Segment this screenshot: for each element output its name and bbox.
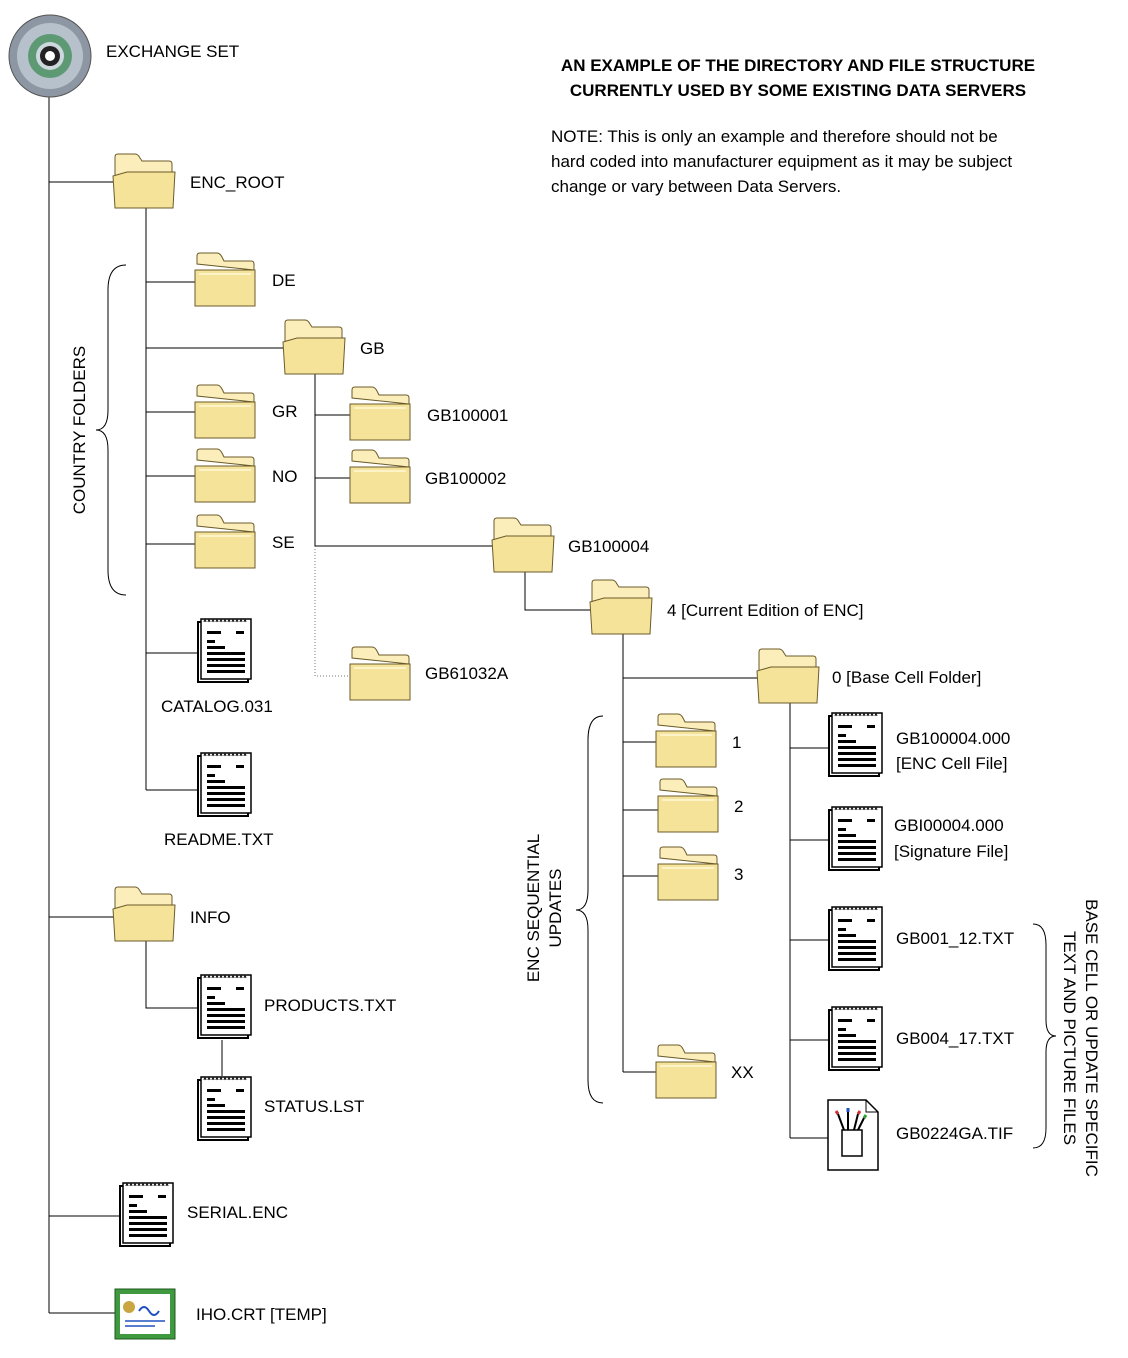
country-folders-label: COUNTRY FOLDERS [69, 340, 91, 520]
folder-icon [589, 579, 653, 635]
folder-label: 2 [734, 797, 744, 816]
file-label: GB004_17.TXT [896, 1029, 1015, 1048]
note-line: hard coded into manufacturer equipment a… [551, 152, 1013, 171]
file-label: GB001_12.TXT [896, 929, 1015, 948]
folder-label: GB100004 [568, 537, 650, 556]
folder-icon [349, 386, 411, 441]
folder-icon [756, 648, 820, 704]
folder-icon [194, 384, 256, 439]
file-label: README.TXT [164, 830, 274, 849]
folder-icon [112, 153, 176, 209]
file-label: GBI00004.000 [894, 816, 1004, 835]
file-label: [Signature File] [894, 842, 1009, 861]
folder-label: ENC_ROOT [190, 173, 285, 192]
bracket-label-line: BASE CELL OR UPDATE SPECIFIC [1082, 899, 1101, 1177]
document-icon [197, 1076, 252, 1141]
file-label: CATALOG.031 [161, 697, 273, 716]
folder-label: 3 [734, 865, 744, 884]
folder-label: NO [272, 467, 298, 486]
bracket-label-line: UPDATES [546, 868, 565, 948]
folder-icon [194, 448, 256, 503]
file-label: [ENC Cell File] [896, 754, 1008, 773]
cd-disc-icon [8, 14, 92, 98]
folder-icon [194, 514, 256, 569]
document-icon [828, 712, 883, 777]
folder-icon [491, 517, 555, 573]
file-label: GB100004.000 [896, 729, 1011, 748]
document-icon [119, 1182, 174, 1247]
diagram-note: NOTE: This is only an example and theref… [551, 124, 1071, 199]
bracket-label-line: COUNTRY FOLDERS [70, 345, 89, 515]
folder-label: SE [272, 533, 295, 552]
bracket-label-line: TEXT AND PICTURE FILES [1060, 930, 1079, 1146]
document-icon [828, 906, 883, 971]
title-line: CURRENTLY USED BY SOME EXISTING DATA SER… [569, 81, 1027, 100]
folder-icon [655, 713, 717, 768]
note-line: NOTE: This is only an example and theref… [551, 127, 998, 146]
file-label: PRODUCTS.TXT [264, 996, 397, 1015]
folder-icon [655, 1044, 717, 1099]
folder-label: INFO [190, 908, 231, 927]
folder-icon [194, 252, 256, 307]
folder-label: GB100002 [425, 469, 507, 488]
folder-label: DE [272, 271, 296, 290]
folder-icon [282, 319, 346, 375]
folder-label: GB100001 [427, 406, 509, 425]
folder-icon [112, 886, 176, 942]
certificate-icon [114, 1288, 176, 1340]
title-line: AN EXAMPLE OF THE DIRECTORY AND FILE STR… [560, 56, 1036, 75]
folder-icon [657, 846, 719, 901]
folder-label: GR [272, 402, 298, 421]
picture-file-icon [827, 1099, 879, 1171]
root-label: EXCHANGE SET [106, 42, 240, 61]
document-icon [197, 752, 252, 817]
specific-files-label: BASE CELL OR UPDATE SPECIFIC TEXT AND PI… [1058, 888, 1102, 1188]
note-line: change or vary between Data Servers. [551, 177, 842, 196]
file-label: SERIAL.ENC [187, 1203, 289, 1222]
folder-label: XX [731, 1063, 754, 1082]
file-label: IHO.CRT [TEMP] [196, 1305, 327, 1324]
folder-label: 0 [Base Cell Folder] [832, 668, 982, 687]
folder-label: GB [360, 339, 385, 358]
diagram-title: AN EXAMPLE OF THE DIRECTORY AND FILE STR… [548, 53, 1048, 103]
bracket-marks [95, 264, 1057, 1149]
document-icon [828, 806, 883, 871]
folder-icon [657, 778, 719, 833]
tree-connectors [48, 95, 830, 1314]
folder-icon [349, 646, 411, 701]
bracket-label-line: ENC SEQUENTIAL [524, 833, 543, 983]
document-icon [197, 974, 252, 1039]
folder-icon [349, 449, 411, 504]
document-icon [197, 618, 252, 683]
file-label: GB0224GA.TIF [896, 1124, 1014, 1143]
folder-label: 4 [Current Edition of ENC] [667, 601, 864, 620]
sequential-updates-label: ENC SEQUENTIAL UPDATES [523, 818, 567, 998]
dotted-connectors [314, 546, 350, 677]
document-icon [828, 1006, 883, 1071]
file-label: STATUS.LST [264, 1097, 365, 1116]
folder-label: GB61032A [425, 664, 509, 683]
folder-label: 1 [732, 733, 742, 752]
